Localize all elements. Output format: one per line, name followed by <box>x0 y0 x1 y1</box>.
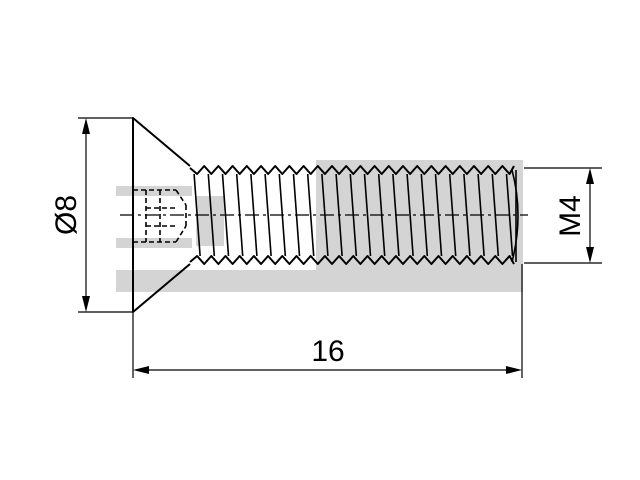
thread-size-dimension <box>524 167 602 264</box>
head-diameter-dimension <box>78 117 133 313</box>
thread-crest-line <box>264 173 272 257</box>
thread-bottom-profile <box>189 255 515 265</box>
thread-top-profile <box>189 165 515 175</box>
length-label: 16 <box>311 335 344 368</box>
thread-crest-line <box>207 173 216 257</box>
thread-size-label: M4 <box>554 195 587 237</box>
thread-crest-line <box>463 173 471 257</box>
thread-crest-line <box>505 173 514 257</box>
thread-crest-line <box>406 173 414 257</box>
head-diameter-label: Ø8 <box>50 195 83 235</box>
hex-socket-hidden <box>133 189 187 243</box>
thread-crest-line <box>306 173 315 257</box>
thread-crest-line <box>363 173 372 257</box>
watermark-logo <box>116 160 523 292</box>
thread-end <box>511 169 519 263</box>
length-dimension <box>132 264 523 378</box>
